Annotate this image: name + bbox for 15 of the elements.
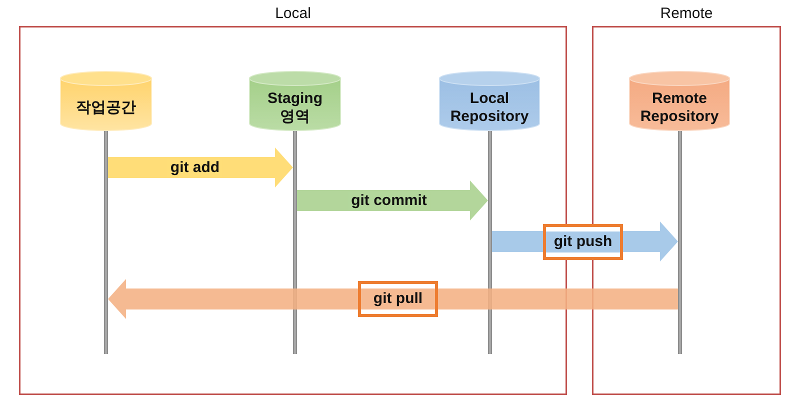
frame-heading: Local bbox=[275, 5, 311, 23]
node-label: Remote Repository bbox=[640, 90, 719, 126]
highlighted-label: git pull bbox=[358, 281, 438, 317]
lifeline bbox=[293, 130, 297, 354]
node-label: Local Repository bbox=[450, 90, 529, 126]
node-label: 작업공간 bbox=[76, 99, 136, 117]
lifeline bbox=[678, 130, 682, 354]
block-arrow bbox=[297, 180, 488, 220]
lifeline bbox=[104, 130, 108, 354]
block-arrow bbox=[108, 279, 678, 319]
highlighted-label: git push bbox=[543, 224, 623, 260]
node-label: Staging 영역 bbox=[268, 90, 322, 126]
frame-heading: Remote bbox=[660, 5, 713, 23]
block-arrow bbox=[108, 148, 293, 188]
lifeline bbox=[488, 130, 492, 354]
